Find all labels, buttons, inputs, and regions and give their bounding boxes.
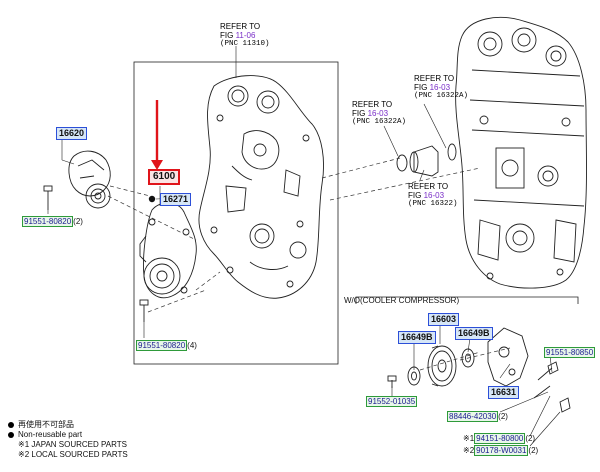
bullet-icon xyxy=(8,421,14,428)
fig-link[interactable]: 11-06 xyxy=(235,31,256,40)
source-mark: ※2 xyxy=(463,446,475,455)
washer xyxy=(407,348,475,386)
timing-chain-cover xyxy=(198,75,324,299)
part-16649b-label-a[interactable]: 16649B xyxy=(398,331,436,344)
part-number[interactable]: 91551-80820 xyxy=(136,340,188,351)
fig-link[interactable]: 16-03 xyxy=(429,83,451,92)
part-number[interactable]: 91552-01035 xyxy=(366,396,418,407)
source-mark: ※1 xyxy=(463,434,475,443)
part-91551-80850[interactable]: 91551-80850 xyxy=(544,347,596,358)
legend-text: ※2 LOCAL SOURCED PARTS xyxy=(18,450,128,459)
ref-fig-word: FIG xyxy=(414,83,428,92)
legend-row: 再使用不可部品 xyxy=(8,420,128,430)
fig-link[interactable]: 16-03 xyxy=(367,109,389,118)
part-qty: (2) xyxy=(525,434,536,443)
ref-fig-word: FIG xyxy=(352,109,366,118)
ref-text: REFER TO xyxy=(414,74,455,83)
ref-text: REFER TO xyxy=(352,100,393,109)
ref-pnc: (PNC 11310) xyxy=(220,40,270,48)
legend-row: ※2 LOCAL SOURCED PARTS xyxy=(8,450,128,460)
part-number[interactable]: 88446-42030 xyxy=(447,411,499,422)
legend-text: 再使用不可部品 xyxy=(18,420,74,429)
legend-row: Non-reusable part xyxy=(8,430,128,440)
fig-link[interactable]: 16-03 xyxy=(423,191,445,200)
bolt xyxy=(43,185,149,322)
part-91551-80820-b[interactable]: 91551-80820(4) xyxy=(136,340,197,351)
ref-pnc: (PNC 16322A) xyxy=(414,92,469,100)
part-number[interactable]: 91551-80850 xyxy=(544,347,596,358)
alignment-lines xyxy=(107,157,511,371)
part-qty: (2) xyxy=(498,412,508,421)
compressor-section-bracket xyxy=(355,296,579,304)
idler-pulley xyxy=(427,345,457,387)
part-16603-label[interactable]: 16603 xyxy=(428,313,460,326)
engine-block xyxy=(455,17,587,289)
part-6100-label[interactable]: 6100 xyxy=(148,169,181,185)
water-pump xyxy=(139,202,197,299)
belt-tensioner xyxy=(68,150,111,209)
legend-text: Non-reusable part xyxy=(18,430,83,439)
part-88446-42030[interactable]: 88446-42030(2) xyxy=(447,411,508,422)
o-ring xyxy=(148,195,156,203)
refer-to-fig-16-03-a[interactable]: REFER TO FIG 16-03 (PNC 16322A) xyxy=(352,100,406,127)
ref-fig-word: FIG xyxy=(408,191,422,200)
part-number[interactable]: 91551-80820 xyxy=(22,216,74,227)
part-91551-80820-a[interactable]: 91551-80820(2) xyxy=(22,216,83,227)
part-16620-label[interactable]: 16620 xyxy=(56,127,88,140)
part-16649b-label-b[interactable]: 16649B xyxy=(455,327,493,340)
stud-bolt xyxy=(387,361,571,413)
part-91552-01035[interactable]: 91552-01035 xyxy=(366,396,418,407)
refer-to-fig-11-06[interactable]: REFER TO FIG 11-06 (PNC 11310) xyxy=(220,22,270,49)
water-inlet xyxy=(396,143,457,177)
part-16631-label[interactable]: 16631 xyxy=(488,386,520,399)
legend-row: ※1 JAPAN SOURCED PARTS xyxy=(8,440,128,450)
ref-pnc: (PNC 16322) xyxy=(408,200,458,208)
refer-to-fig-16-03-b[interactable]: REFER TO FIG 16-03 (PNC 16322A) xyxy=(414,74,468,101)
bullet-icon xyxy=(8,431,14,438)
ref-pnc: (PNC 16322A) xyxy=(352,118,407,126)
pulley-bracket xyxy=(487,327,529,387)
ref-text: REFER TO xyxy=(220,22,261,31)
ref-fig-word: FIG xyxy=(220,31,234,40)
part-number[interactable]: 94151-80800 xyxy=(474,433,526,444)
refer-to-fig-16-03-c[interactable]: REFER TO FIG 16-03 (PNC 16322) xyxy=(408,182,458,209)
section-label: W/O(COOLER COMPRESSOR) xyxy=(344,296,460,305)
part-qty: (2) xyxy=(73,217,83,226)
part-number[interactable]: 90178-W0031 xyxy=(474,445,529,456)
legend-text: ※1 JAPAN SOURCED PARTS xyxy=(18,440,127,449)
ref-text: REFER TO xyxy=(408,182,449,191)
leader-lines xyxy=(47,46,561,447)
timing-cover-frame xyxy=(133,61,339,365)
part-qty: (2) xyxy=(528,446,539,455)
part-16271-label[interactable]: 16271 xyxy=(160,193,192,206)
legend: 再使用不可部品 Non-reusable part ※1 JAPAN SOURC… xyxy=(8,420,128,460)
part-qty: (4) xyxy=(187,341,197,350)
